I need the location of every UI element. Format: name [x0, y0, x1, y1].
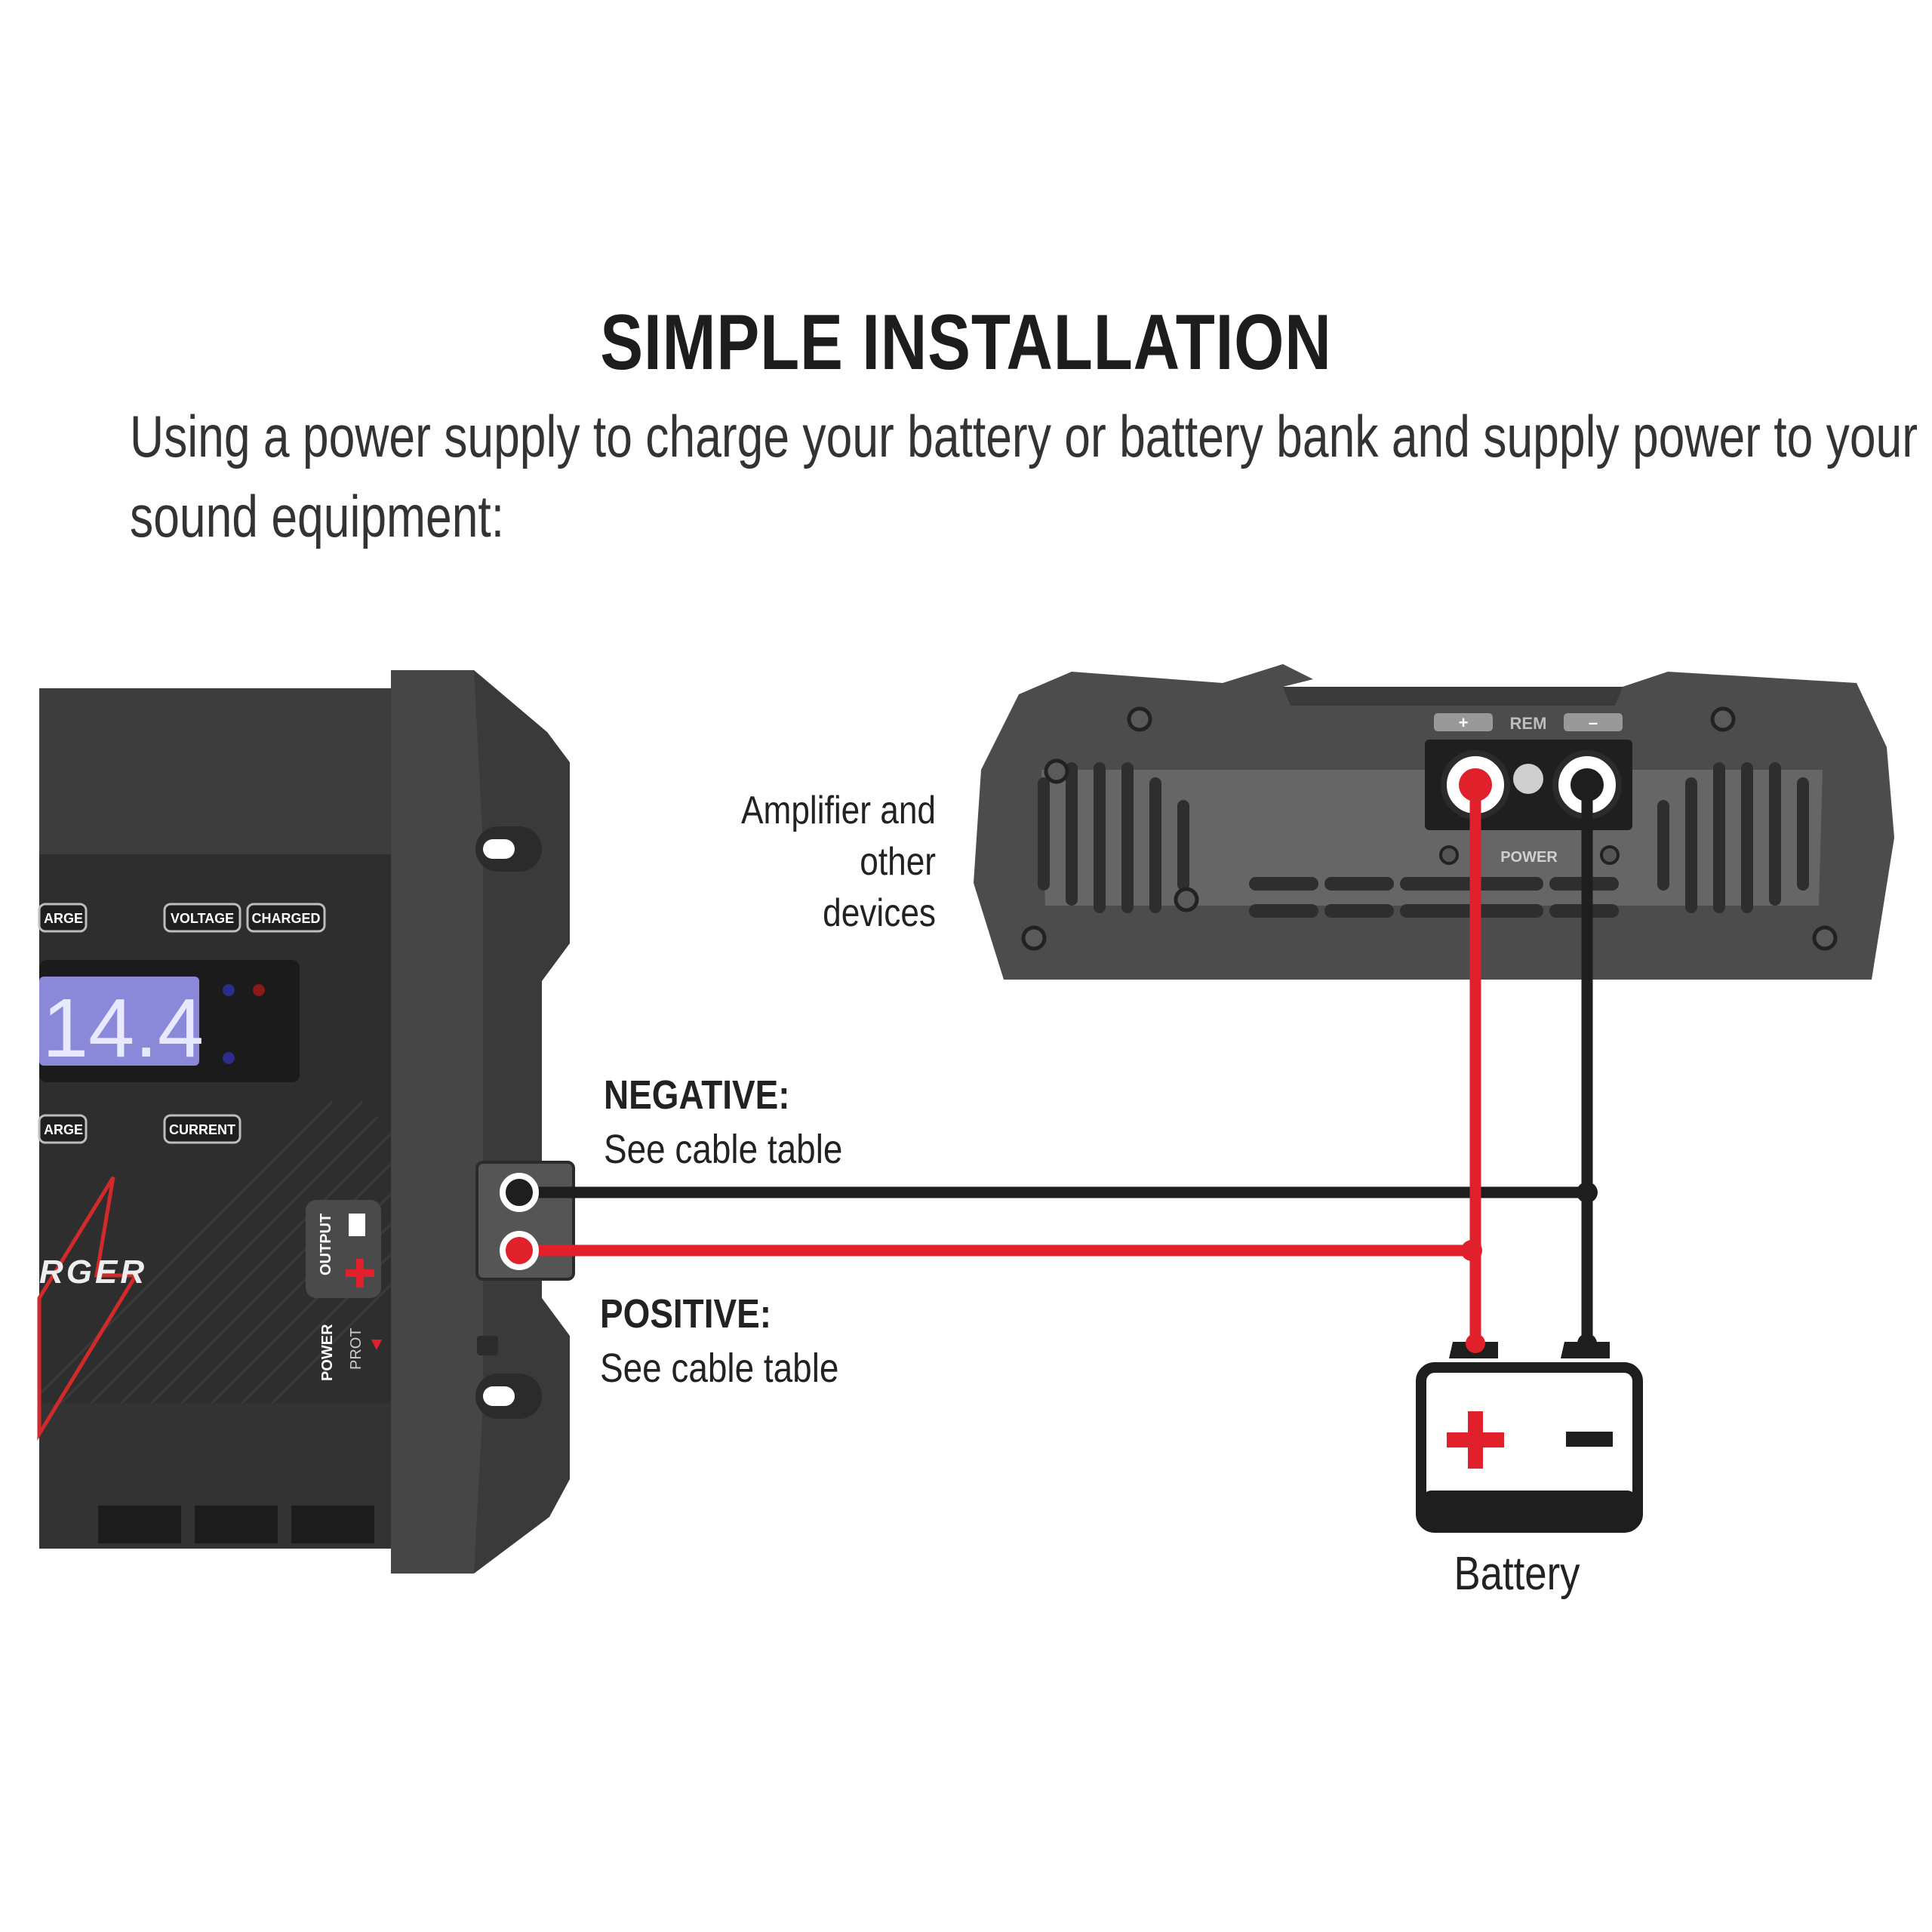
- wiring: [500, 792, 1598, 1343]
- voltage-button-label: VOLTAGE: [171, 911, 234, 926]
- positive-label: POSITIVE: See cable table: [600, 1287, 838, 1395]
- positive-junction: [1461, 1240, 1482, 1261]
- amp-terminal-rem-label: REM: [1510, 714, 1547, 733]
- charged-button-label: CHARGED: [251, 911, 320, 926]
- page-title: SIMPLE INSTALLATION: [600, 299, 1332, 386]
- voltage-display: [39, 977, 199, 1066]
- amp-power-label: POWER: [1500, 849, 1558, 866]
- amplifier-top-ridge: [1283, 687, 1623, 706]
- output-indicator: [306, 1200, 381, 1298]
- intro-line-2: sound equipment:: [130, 483, 505, 549]
- negative-junction: [1577, 1182, 1598, 1203]
- amplifier-label-line-1: Amplifier and other: [741, 789, 936, 884]
- end-cap-face: [391, 670, 483, 1574]
- amp-rem-terminal: [1513, 764, 1543, 794]
- negative-label-note: See cable table: [604, 1127, 843, 1172]
- amplifier-fins-left: [1038, 762, 1189, 913]
- voltage-display-value: 14.4: [42, 982, 204, 1075]
- status-led: [253, 984, 265, 996]
- vent-slot: [291, 1506, 374, 1543]
- amplifier-unit: + REM – POWER: [974, 664, 1894, 980]
- intro-line-1: Using a power supply to charge your batt…: [130, 403, 1918, 469]
- battery-base: [1421, 1491, 1638, 1527]
- mounting-slot-hole: [483, 1386, 515, 1406]
- amp-terminal-plus-tag: [1434, 713, 1493, 731]
- mounting-slot-hole: [483, 839, 515, 859]
- charged-button: [246, 903, 326, 933]
- amplifier-label: Amplifier and other devices: [692, 785, 936, 939]
- amplifier-vents: [1249, 877, 1619, 918]
- end-cap-notch: [477, 1336, 498, 1355]
- charge-button-bottom: [38, 1114, 88, 1144]
- output-terminal-block-outline: [475, 1161, 575, 1281]
- charge-button-top-label: ARGE: [44, 911, 83, 926]
- battery-positive-clamp: [1466, 1334, 1485, 1353]
- battery-negative-clamp: [1577, 1334, 1597, 1353]
- output-minus-icon: [349, 1214, 365, 1236]
- panel-texture: [38, 1100, 394, 1405]
- battery-plus-icon: [1447, 1411, 1504, 1469]
- power-led-label: POWER: [319, 1324, 336, 1381]
- amp-terminal-plus-label: +: [1459, 713, 1469, 732]
- positive-label-title: POSITIVE:: [600, 1291, 771, 1337]
- brand-logo-text: RGER: [39, 1254, 147, 1291]
- voltage-button: [163, 903, 242, 933]
- prot-led-label: PROT: [348, 1327, 365, 1370]
- amp-power-screw: [1439, 845, 1459, 865]
- vent-slot: [98, 1506, 181, 1543]
- amplifier-screws: [1021, 706, 1838, 951]
- brand-bolt-icon: [37, 1176, 140, 1441]
- amplifier-label-line-2: devices: [823, 891, 936, 935]
- supply-negative-terminal: [500, 1173, 539, 1212]
- battery-minus-icon: [1566, 1432, 1613, 1447]
- amp-power-screw: [1600, 845, 1620, 865]
- amp-terminal-minus-tag: [1564, 713, 1623, 731]
- intro-text: Using a power supply to charge your batt…: [130, 396, 1918, 556]
- status-led: [223, 984, 235, 996]
- amplifier-fins-right: [1657, 762, 1809, 913]
- status-led: [223, 1052, 235, 1064]
- output-label: OUTPUT: [318, 1214, 334, 1275]
- prot-led-icon: [371, 1340, 382, 1350]
- amp-positive-terminal-core: [1459, 768, 1492, 801]
- battery-label: Battery: [1454, 1548, 1580, 1600]
- amp-negative-terminal-core: [1571, 768, 1604, 801]
- power-supply-unit: ARGE VOLTAGE CHARGED 14.4 ARGE CURRENT R…: [37, 670, 575, 1574]
- charge-button-bottom-label: ARGE: [44, 1122, 83, 1137]
- current-button-label: CURRENT: [169, 1122, 235, 1137]
- power-supply-top-panel: [39, 688, 394, 854]
- amp-terminal-minus-label: –: [1589, 713, 1598, 732]
- negative-label: NEGATIVE: See cable table: [604, 1068, 842, 1177]
- positive-label-note: See cable table: [600, 1346, 839, 1391]
- supply-positive-terminal: [500, 1231, 539, 1270]
- current-button: [163, 1114, 242, 1144]
- battery: [1416, 1334, 1643, 1533]
- output-plus-icon: [346, 1259, 374, 1287]
- negative-label-title: NEGATIVE:: [604, 1072, 790, 1118]
- charge-button-top: [38, 903, 88, 933]
- vent-slot: [195, 1506, 278, 1543]
